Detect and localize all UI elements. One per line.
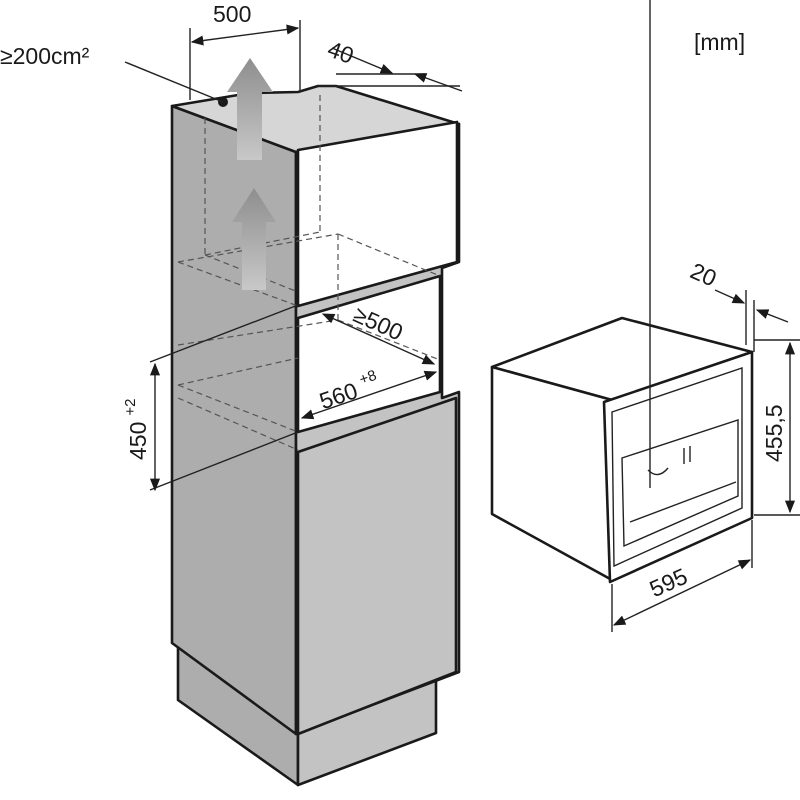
units-label: [mm]: [694, 29, 745, 55]
dim-top-depth: 500: [189, 1, 301, 100]
dim-appliance-height: 455,5: [754, 339, 800, 516]
appliance-dispenser-area: [621, 419, 739, 548]
back-gap-label: 40: [324, 36, 357, 69]
dim-niche-height: 450 +2: [122, 304, 299, 492]
cabinet-left-side: [170, 104, 298, 736]
niche-height-label: 450 +2: [122, 399, 151, 460]
appliance-spout: [647, 446, 691, 476]
appliance-side: [490, 365, 614, 582]
airflow-arrow-icon: [227, 58, 276, 290]
tall-cabinet: [170, 84, 461, 787]
vent-leader-line: [124, 61, 224, 103]
appliance-front-inner: [611, 367, 743, 568]
appliance: [490, 0, 754, 584]
dim-back-gap: 40: [318, 36, 463, 92]
top-depth-label: 500: [213, 1, 251, 27]
vent-area-label: ≥200cm²: [0, 43, 90, 69]
front-depth-label: 20: [687, 257, 721, 291]
appliance-height-label: 455,5: [761, 404, 787, 462]
appliance-width-label: 595: [646, 563, 692, 602]
appliance-front: [602, 350, 754, 584]
